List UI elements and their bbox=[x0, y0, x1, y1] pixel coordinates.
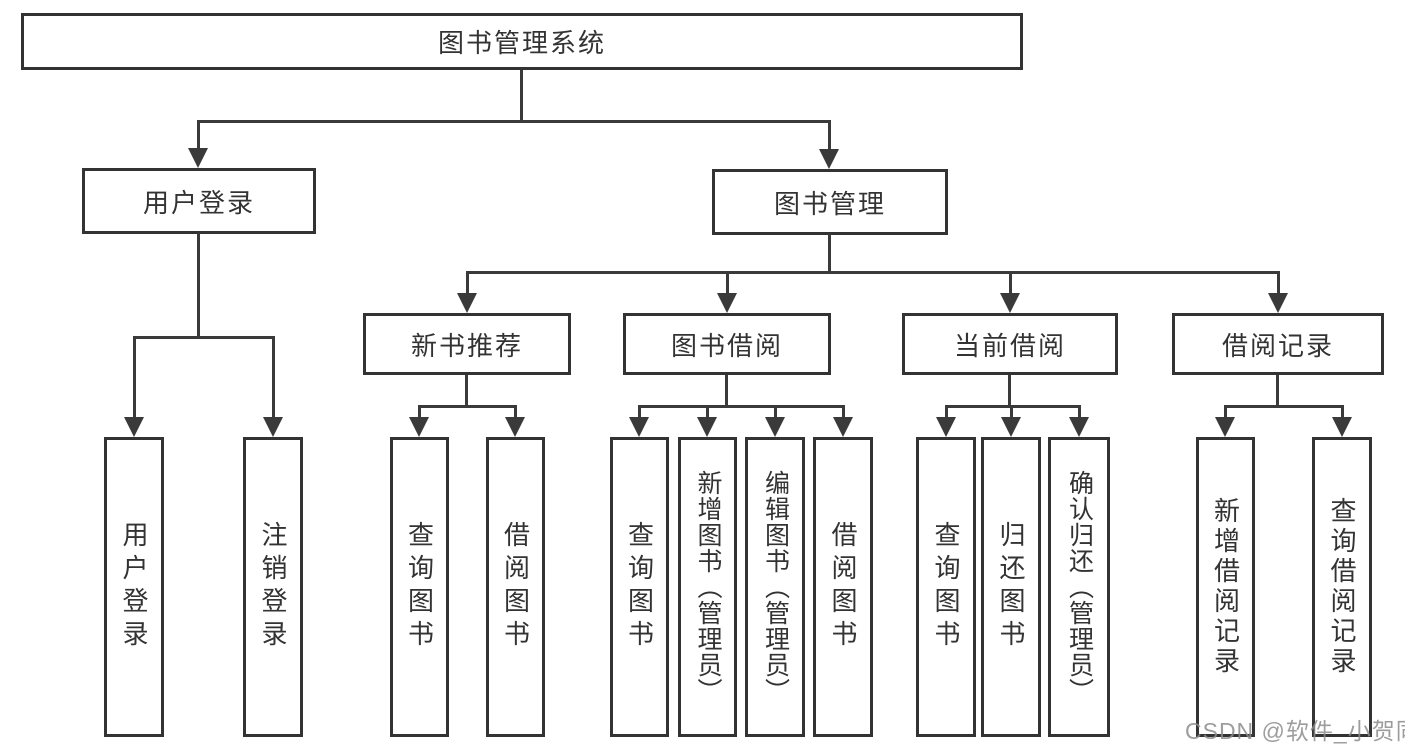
arrow-shaft bbox=[1341, 405, 1344, 419]
node-label: 查询图书 bbox=[931, 521, 961, 653]
leaf-confirm-return-admin: 确认归还（管理员） bbox=[1048, 437, 1110, 737]
arrow-down-icon bbox=[457, 293, 477, 313]
arrow-down-icon bbox=[833, 417, 853, 437]
node-label: 查询图书 bbox=[624, 521, 655, 653]
leaf-logout: 注销登录 bbox=[243, 437, 303, 737]
leaf-query-books-current: 查询图书 bbox=[916, 437, 976, 737]
arrow-down-icon bbox=[765, 417, 785, 437]
node-label: 图书管理系统 bbox=[437, 28, 606, 58]
arrow-shaft bbox=[726, 271, 729, 296]
arrow-down-icon bbox=[1332, 417, 1352, 437]
connector-bookmgmt-stub bbox=[828, 234, 831, 274]
leaf-add-borrow-record: 新增借阅记录 bbox=[1196, 437, 1255, 737]
node-book-borrowing: 图书借阅 bbox=[623, 313, 831, 375]
node-borrowing-records: 借阅记录 bbox=[1172, 313, 1384, 375]
arrow-shaft bbox=[774, 405, 777, 419]
connector-recommend-stub bbox=[465, 375, 468, 408]
arrow-down-icon bbox=[1000, 293, 1020, 313]
arrow-shaft bbox=[133, 336, 136, 419]
node-label: 查询借阅记录 bbox=[1327, 497, 1357, 677]
arrow-down-icon bbox=[1069, 417, 1089, 437]
leaf-query-books-borrowing: 查询图书 bbox=[610, 437, 669, 737]
node-label: 新增图书（管理员） bbox=[694, 470, 722, 704]
connector-recommend-rail bbox=[418, 405, 517, 408]
node-label: 确认归还（管理员） bbox=[1065, 470, 1094, 704]
arrow-down-icon bbox=[1215, 417, 1235, 437]
arrow-down-icon bbox=[124, 417, 144, 437]
node-label: 注销登录 bbox=[258, 521, 288, 653]
leaf-query-borrow-record: 查询借阅记录 bbox=[1312, 437, 1372, 737]
arrow-shaft bbox=[1224, 405, 1227, 419]
node-current-borrowing: 当前借阅 bbox=[902, 313, 1118, 375]
arrow-down-icon bbox=[629, 417, 649, 437]
leaf-borrow-books-recommend: 借阅图书 bbox=[486, 437, 545, 737]
node-label: 新书推荐 bbox=[410, 330, 523, 361]
arrow-shaft bbox=[418, 405, 421, 419]
arrow-shaft bbox=[197, 120, 200, 151]
leaf-edit-books-admin: 编辑图书（管理员） bbox=[745, 437, 805, 737]
node-label: 借阅图书 bbox=[500, 521, 531, 653]
node-label: 图书借阅 bbox=[670, 330, 783, 361]
arrow-shaft bbox=[1078, 405, 1081, 419]
arrow-shaft bbox=[1010, 405, 1013, 419]
connector-borrowing-stub bbox=[725, 375, 728, 408]
node-label: 用户登录 bbox=[119, 521, 149, 653]
arrow-down-icon bbox=[936, 417, 956, 437]
arrow-shaft bbox=[514, 405, 517, 419]
arrow-shaft bbox=[272, 336, 275, 419]
arrow-down-icon bbox=[505, 417, 525, 437]
connector-root-rail bbox=[198, 120, 831, 123]
arrow-down-icon bbox=[409, 417, 429, 437]
leaf-add-books-admin: 新增图书（管理员） bbox=[678, 437, 737, 737]
arrow-shaft bbox=[828, 120, 831, 152]
node-label: 借阅图书 bbox=[828, 521, 858, 653]
node-book-management-system: 图书管理系统 bbox=[21, 13, 1023, 70]
arrow-down-icon bbox=[1001, 417, 1021, 437]
node-label: 图书管理 bbox=[773, 188, 886, 219]
node-label: 用户登录 bbox=[142, 187, 255, 218]
node-new-book-recommendation: 新书推荐 bbox=[363, 313, 571, 375]
arrow-down-icon bbox=[717, 293, 737, 313]
leaf-borrow-books: 借阅图书 bbox=[813, 437, 873, 737]
arrow-down-icon bbox=[263, 417, 283, 437]
arrow-shaft bbox=[466, 271, 469, 296]
leaf-user-login: 用户登录 bbox=[104, 437, 164, 737]
connector-userlogin-stub bbox=[197, 233, 200, 339]
connector-root-stub bbox=[520, 70, 523, 123]
node-label: 借阅记录 bbox=[1221, 330, 1334, 361]
connector-records-stub bbox=[1276, 375, 1279, 408]
node-label: 归还图书 bbox=[996, 521, 1026, 653]
arrow-shaft bbox=[706, 405, 709, 419]
connector-userlogin-rail bbox=[133, 336, 274, 339]
connector-records-rail bbox=[1224, 405, 1343, 408]
leaf-return-books: 归还图书 bbox=[981, 437, 1041, 737]
node-label: 编辑图书（管理员） bbox=[761, 470, 790, 704]
arrow-shaft bbox=[945, 405, 948, 419]
arrow-shaft bbox=[1277, 271, 1280, 296]
arrow-down-icon bbox=[819, 149, 839, 169]
node-label: 当前借阅 bbox=[953, 330, 1066, 361]
node-user-login: 用户登录 bbox=[82, 168, 316, 234]
arrow-shaft bbox=[638, 405, 641, 419]
node-label: 查询图书 bbox=[404, 521, 435, 653]
arrow-shaft bbox=[842, 405, 845, 419]
arrow-shaft bbox=[1009, 271, 1012, 296]
node-book-management: 图书管理 bbox=[712, 169, 948, 235]
arrow-down-icon bbox=[188, 148, 208, 168]
connector-bookmgmt-rail bbox=[466, 271, 1279, 274]
connector-current-stub bbox=[1008, 375, 1011, 408]
connector-borrowing-rail bbox=[638, 405, 844, 408]
arrow-down-icon bbox=[1268, 293, 1288, 313]
arrow-down-icon bbox=[697, 417, 717, 437]
csdn-watermark: CSDN @软件_小贺同学 bbox=[1185, 718, 1405, 744]
leaf-query-books-recommend: 查询图书 bbox=[390, 437, 449, 737]
node-label: 新增借阅记录 bbox=[1210, 497, 1241, 677]
